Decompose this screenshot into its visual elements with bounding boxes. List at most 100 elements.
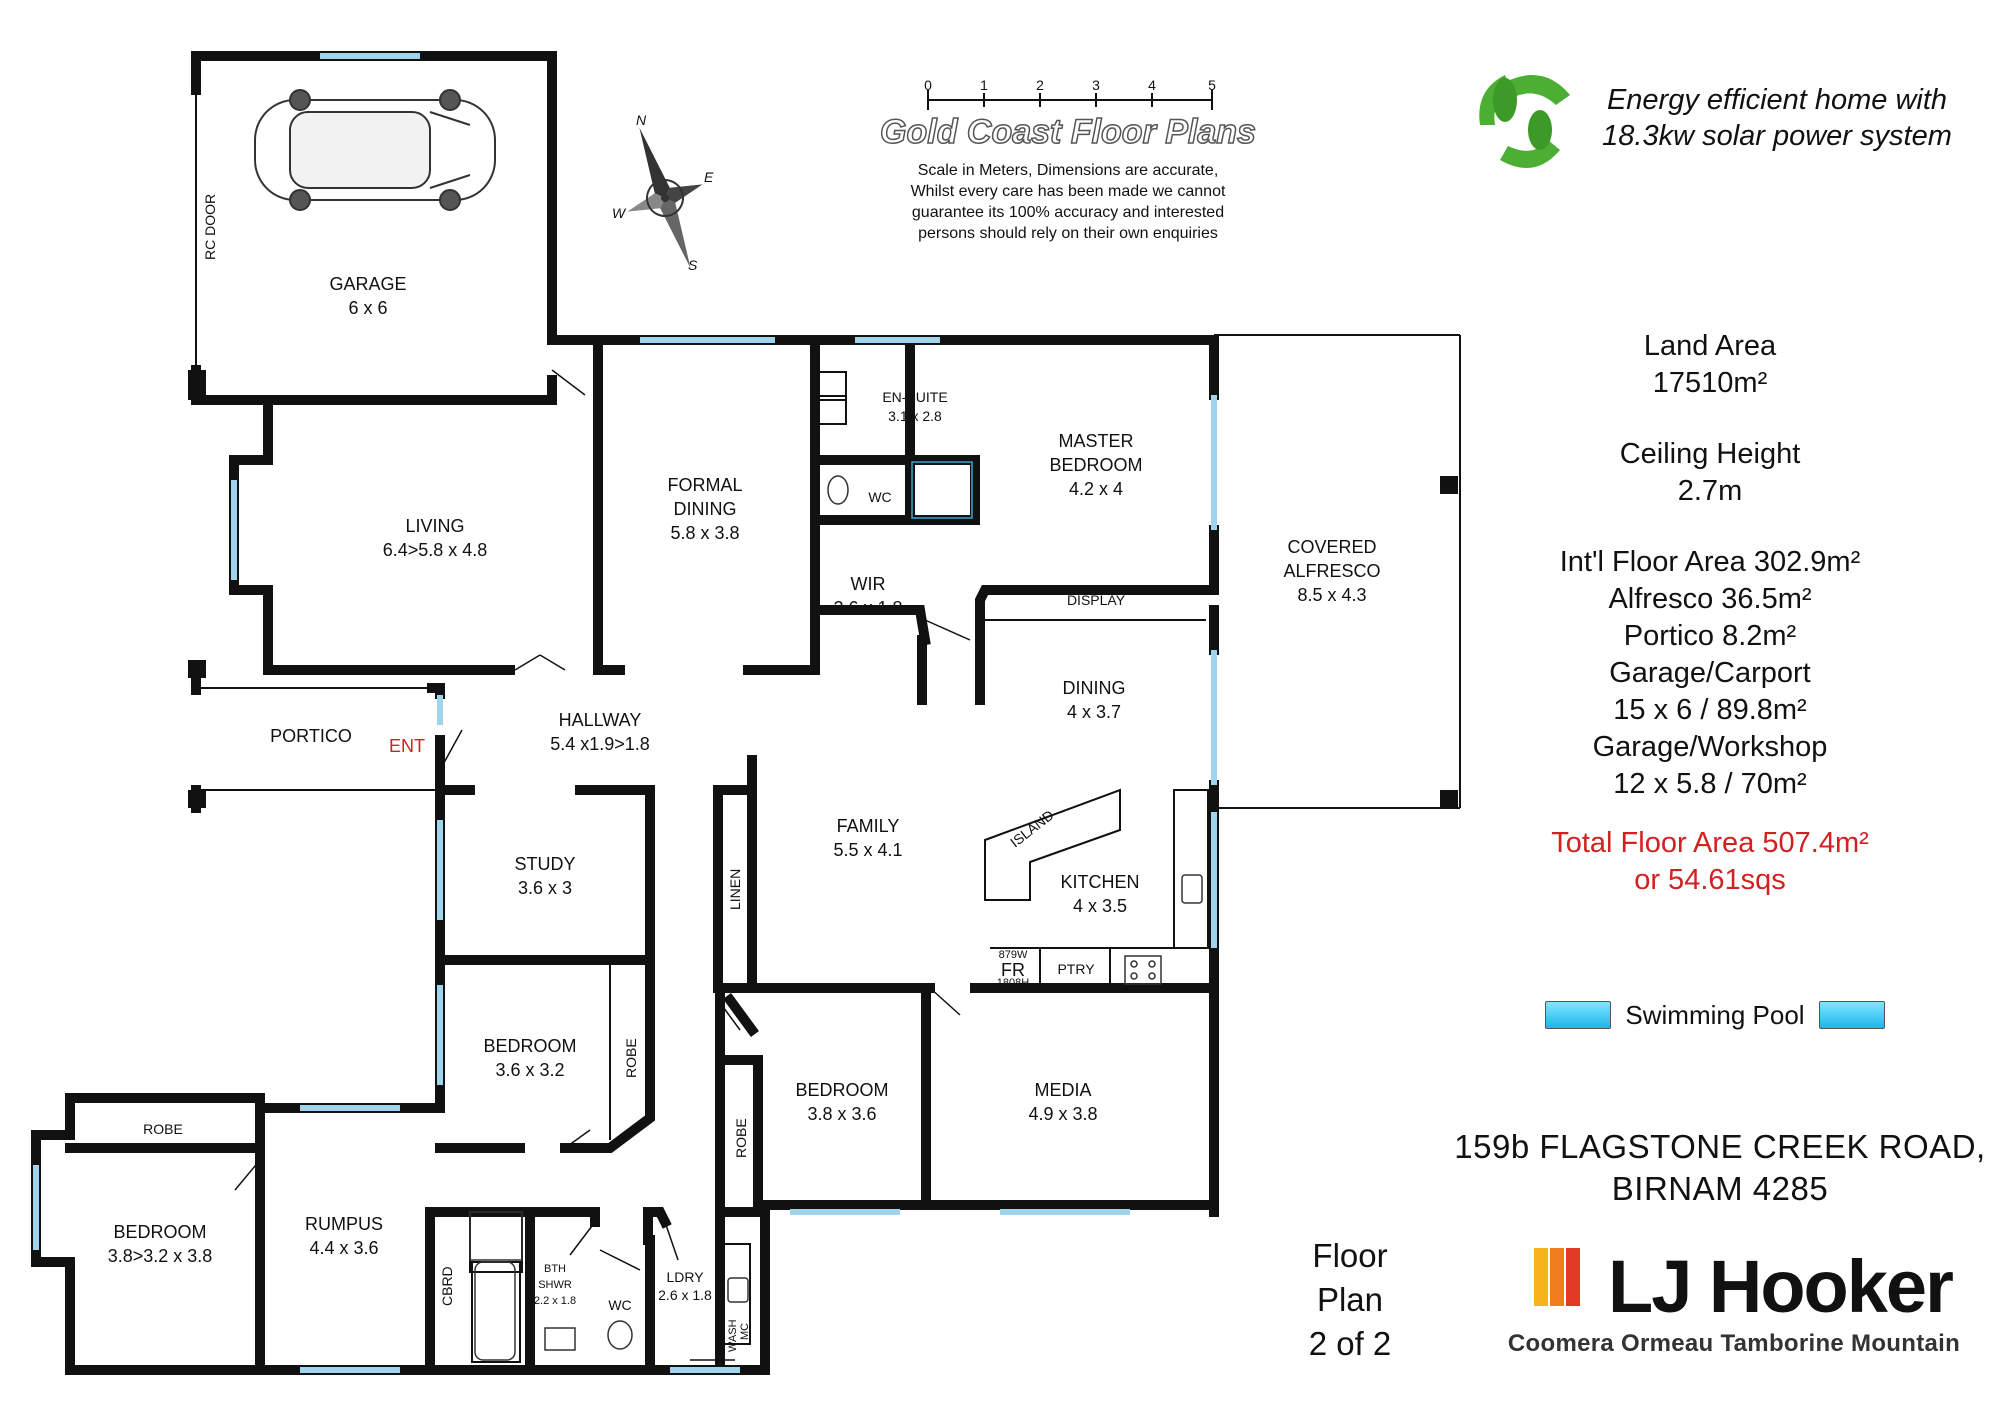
garage-dims: 6 x 6	[348, 298, 387, 318]
ensuite-wc: WC	[868, 489, 891, 505]
garage-carport-label: Garage/Carport	[1609, 657, 1811, 689]
pool-legend: Swimming Pool	[1545, 998, 1885, 1032]
bedroom-c-dims: 3.8>3.2 x 3.8	[108, 1246, 213, 1266]
family-dims: 5.5 x 4.1	[833, 840, 902, 860]
windows	[33, 53, 1217, 1373]
fixtures	[469, 461, 1203, 1361]
master-name-1: MASTER	[1058, 431, 1133, 451]
sink-icon	[727, 1277, 749, 1303]
kitchen-dims: 4 x 3.5	[1073, 896, 1127, 916]
compass-n: N	[636, 112, 647, 128]
scale-bar	[927, 90, 1213, 110]
family-name: FAMILY	[837, 816, 900, 836]
address-line-1: 159b FLAGSTONE CREEK ROAD,	[1454, 1128, 1986, 1165]
floor-plan-line-1: Floor	[1312, 1237, 1388, 1274]
shower-icon	[469, 1211, 523, 1261]
brand-stripe-1	[1534, 1248, 1548, 1306]
pool-swatch-icon	[1818, 1001, 1885, 1029]
bath-name-2: SHWR	[538, 1279, 572, 1291]
recycle-icon	[1479, 75, 1570, 168]
brand-title: Gold Coast Floor Plans	[880, 113, 1256, 151]
bedroom-a-name: BEDROOM	[483, 1036, 576, 1056]
compass-s: S	[688, 257, 698, 273]
wir-name: WIR	[851, 574, 886, 594]
property-address: 159b FLAGSTONE CREEK ROAD, BIRNAM 4285	[1440, 1126, 2000, 1210]
dining-name: DINING	[1063, 678, 1126, 698]
property-stats: Land Area 17510m² Ceiling Height 2.7m In…	[1520, 328, 1900, 899]
portico-area: Portico 8.2m²	[1623, 620, 1797, 652]
formal-dining-dims: 5.8 x 3.8	[670, 523, 739, 543]
disclaimer-line-3: guarantee its 100% accuracy and interest…	[912, 204, 1224, 221]
garage-name: GARAGE	[329, 274, 406, 294]
brand-stripe-3	[1566, 1248, 1580, 1306]
alfresco-name-2: ALFRESCO	[1283, 561, 1380, 581]
disclaimer-line-1: Scale in Meters, Dimensions are accurate…	[918, 162, 1219, 179]
study-dims: 3.6 x 3	[518, 878, 572, 898]
thin-lines	[195, 90, 1461, 1363]
bath-dims: 2.2 x 1.8	[534, 1295, 576, 1307]
alfresco-name-1: COVERED	[1287, 537, 1376, 557]
scale-tick-5: 5	[1208, 77, 1216, 93]
alfresco-dims: 8.5 x 4.3	[1297, 585, 1366, 605]
scale-tick-4: 4	[1148, 77, 1156, 93]
cooktop-icon	[1124, 955, 1162, 985]
scale-tick-2: 2	[1036, 77, 1044, 93]
bedroom-b-name: BEDROOM	[795, 1080, 888, 1100]
intl-floor-area: Int'l Floor Area 302.9m²	[1559, 546, 1861, 578]
linen-label: LINEN	[727, 869, 743, 910]
fr-height: 1808H	[997, 977, 1029, 989]
floor-plan-line-2: Plan	[1316, 1281, 1384, 1318]
media-name: MEDIA	[1034, 1080, 1091, 1100]
door-swings	[234, 369, 971, 1361]
rumpus-name: RUMPUS	[305, 1214, 383, 1234]
room-labels: RC DOOR GARAGE 6 x 6 LIVING 6.4>5.8 x 4.…	[108, 194, 1381, 1352]
compass-e: E	[704, 169, 714, 185]
study-name: STUDY	[514, 854, 575, 874]
toilet-icon	[607, 1320, 633, 1350]
address-line-2: BIRNAM 4285	[1611, 1170, 1829, 1207]
total-squares: or 54.61sqs	[1634, 864, 1786, 896]
energy-note: Energy efficient home with 18.3kw solar …	[1592, 82, 1962, 154]
pool-label: Swimming Pool	[1625, 999, 1805, 1030]
garage-carport-value: 15 x 6 / 89.8m²	[1613, 694, 1807, 726]
disclaimer-line-2: Whilst every care has been made we canno…	[911, 183, 1226, 200]
scale-tick-0: 0	[924, 77, 932, 93]
master-dims: 4.2 x 4	[1069, 479, 1123, 499]
fr-label: FR	[1001, 960, 1025, 980]
wir-dims: 2.6 x 1.8	[833, 598, 902, 618]
compass-w: W	[612, 205, 627, 221]
shower-icon	[911, 461, 973, 519]
toilet-icon	[827, 475, 849, 505]
portico-name: PORTICO	[270, 726, 352, 746]
land-area-label: Land Area	[1643, 330, 1777, 362]
bath-name-1: BTH	[544, 1263, 566, 1275]
energy-line-1: Energy efficient home with	[1606, 84, 1948, 116]
ptry-label: PTRY	[1057, 961, 1095, 977]
bedroom-b-dims: 3.8 x 3.6	[807, 1104, 876, 1124]
compass-icon	[627, 127, 703, 269]
bedroom-c-name: BEDROOM	[113, 1222, 206, 1242]
bath-icon	[474, 1261, 516, 1361]
formal-dining-name-2: DINING	[674, 499, 737, 519]
total-floor-area: Total Floor Area 507.4m²	[1551, 827, 1869, 859]
disclaimer-line-4: persons should rely on their own enquiri…	[918, 225, 1218, 242]
master-name-2: BEDROOM	[1049, 455, 1142, 475]
brand-stripe-2	[1550, 1248, 1564, 1306]
ceiling-height-value: 2.7m	[1677, 475, 1743, 507]
kitchen-name: KITCHEN	[1060, 872, 1139, 892]
agency-brand: LJ Hooker Coomera Ormeau Tamborine Mount…	[1508, 1245, 1964, 1358]
robe-b-label: ROBE	[733, 1118, 749, 1158]
ensuite-dims: 3.1 x 2.8	[888, 408, 942, 424]
cbrd-label: CBRD	[439, 1266, 455, 1306]
vanity-icon	[544, 1327, 576, 1351]
media-dims: 4.9 x 3.8	[1028, 1104, 1097, 1124]
hallway-name: HALLWAY	[559, 710, 642, 730]
rumpus-dims: 4.4 x 3.6	[309, 1238, 378, 1258]
pool-swatch-icon	[1545, 1001, 1611, 1029]
scale-tick-3: 3	[1092, 77, 1100, 93]
ldry-dims: 2.6 x 1.8	[658, 1287, 712, 1303]
display-name: DISPLAY	[1067, 592, 1126, 608]
floor-plan-line-3: 2 of 2	[1308, 1325, 1392, 1362]
garage-workshop-label: Garage/Workshop	[1592, 731, 1828, 763]
